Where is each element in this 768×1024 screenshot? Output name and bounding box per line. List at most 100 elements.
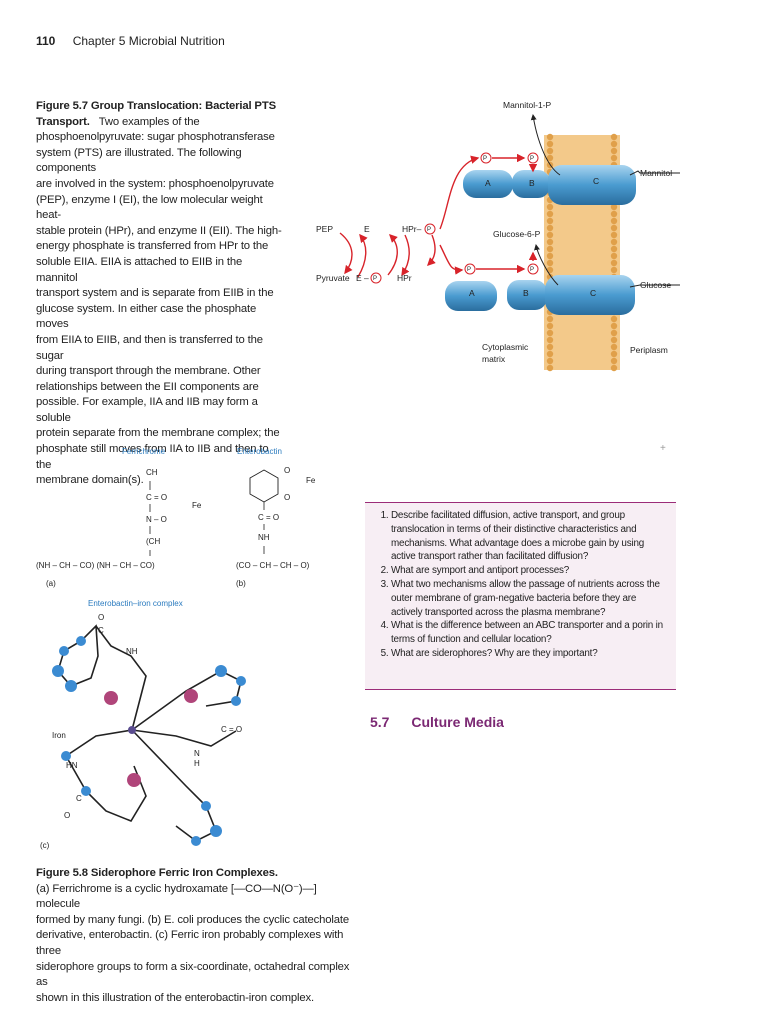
label-glucose: Glucose [640,280,671,290]
mannitol-transporter [463,165,636,205]
lipid-head [610,147,618,155]
lipid-head [610,217,618,225]
label-e: E [364,224,370,234]
lipid-head [546,357,554,365]
fig57-body: phosphoenolpyruvate: sugar phosphotransf… [36,130,284,489]
fig58-line1: (a) Ferrichrome is a cyclic hydroxamate … [36,882,317,911]
svg-text:O: O [284,493,290,502]
svg-text:P: P [427,227,431,233]
svg-text:C: C [76,794,82,803]
label-a-bottom: A [469,288,475,298]
fig58-line3: derivative, enterobactin. (c) Ferric iro… [36,929,344,957]
label-hpr-p: HPr– [402,224,422,234]
label-enterobactin: Enterobactin [237,447,282,456]
fig57-line: (PEP), enzyme I (EI), the low molecular … [36,193,263,222]
fig57-line: during transport through the membrane. O… [36,365,261,378]
fig58-line4: siderophore groups to form a six-coordin… [36,960,350,989]
lipid-head [546,266,554,274]
fig57-line: are involved in the system: phosphoenolp… [36,177,274,190]
label-b: (b) [236,579,246,588]
svg-text:P: P [483,156,487,162]
label-a: (a) [46,579,56,588]
review-question: What are symport and antiport processes? [391,564,668,578]
plus-mark: + [660,443,666,454]
label-pep: PEP [316,224,333,234]
label-mannitol-1-p: Mannitol-1-P [503,100,552,110]
lipid-head [610,322,618,330]
fig57-text-start: Two examples of the [98,115,200,128]
svg-text:P: P [530,156,534,162]
lipid-head [610,336,618,344]
svg-text:C: C [98,626,104,635]
svg-text:P: P [373,276,377,282]
lipid-head [610,203,618,211]
fig58-line5: shown in this illustration of the entero… [36,991,314,1004]
lipid-head [546,343,554,351]
lipid-head [546,315,554,323]
svg-text:O: O [284,466,290,475]
svg-text:O: O [64,811,70,820]
label-cytoplasmic: Cytoplasmic [482,342,529,352]
fig57-line: glucose system. In either case the phosp… [36,302,257,331]
lipid-head [546,322,554,330]
lipid-head [610,343,618,351]
lipid-head [610,224,618,232]
lipid-head [546,133,554,141]
lipid-head [610,357,618,365]
label-c-top: C [593,176,599,186]
lipid-head [546,238,554,246]
label-a-top: A [485,178,491,188]
fig57-line: relationships between the EII components… [36,380,259,393]
label-iron: Iron [52,731,66,740]
label-matrix: matrix [482,354,506,364]
lipid-head [546,224,554,232]
fig57-line: from EIIA to EIIB, and then is transferr… [36,333,263,362]
review-question: What is the difference between an ABC tr… [391,619,668,647]
lipid-head [546,259,554,267]
lipid-head [610,350,618,358]
lipid-head [546,203,554,211]
svg-text:CH: CH [146,468,158,477]
svg-text:Fe: Fe [306,476,316,485]
svg-text:NH: NH [126,647,138,656]
lipid-head [546,350,554,358]
label-complex: Enterobactin–iron complex [88,599,183,608]
lipid-head [610,238,618,246]
fig57-line: energy phosphate is transferred from HPr… [36,240,269,253]
svg-text:C = O: C = O [258,513,279,522]
svg-text:N – O: N – O [146,515,167,524]
lipid-head [610,266,618,274]
fig58-caption: Figure 5.8 Siderophore Ferric Iron Compl… [36,866,356,1006]
lipid-head [546,147,554,155]
fig57-line: possible. For example, IIA and IIB may f… [36,396,258,424]
review-question: What two mechanisms allow the passage of… [391,578,668,619]
lipid-head [546,231,554,239]
lipid-head [610,140,618,148]
label-e-p: E – [356,273,369,283]
review-question: Describe facilitated diffusion, active t… [391,509,668,564]
fig57-line: system (PTS) are illustrated. The follow… [36,146,242,175]
svg-text:Fe: Fe [192,501,202,510]
svg-text:NH: NH [258,533,270,542]
svg-text:C = O: C = O [221,725,242,734]
siderophore-structures: Ferrichrome Enterobactin CH C = O Fe N –… [36,447,316,588]
fig57-line: stable protein (HPr), and enzyme II (EII… [36,224,282,237]
fig57-title-line2: Transport. [36,115,90,128]
svg-text:(CH: (CH [146,537,160,546]
label-c: (c) [40,841,50,850]
lipid-head [610,154,618,162]
section-number: 5.7 [370,714,390,730]
svg-text:O: O [98,613,104,622]
enterobactin-iron-complex: Enterobactin–iron complex O C NH Iron HN… [40,599,246,850]
fig57-line: phosphate still moves from IIA to IIB an… [36,443,269,471]
review-question: What are siderophores? Why are they impo… [391,647,668,661]
review-questions-list: Describe facilitated diffusion, active t… [365,503,676,661]
svg-text:H: H [194,759,200,768]
lipid-head [610,210,618,218]
running-header: 110 Chapter 5 Microbial Nutrition [36,34,225,48]
chapter-title: Chapter 5 Microbial Nutrition [72,34,225,48]
svg-text:(NH – CH – CO) (NH – CH – CO: (NH – CH – CO) (NH – CH – CO) [36,561,155,570]
lipid-head [610,259,618,267]
